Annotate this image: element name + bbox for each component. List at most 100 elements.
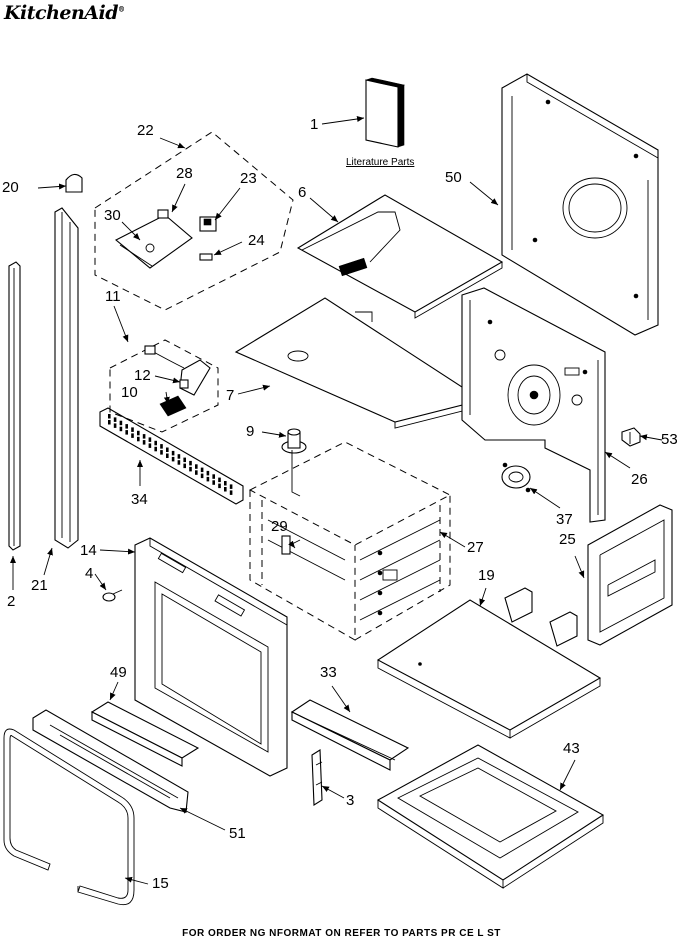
part-14-front-frame: [134, 537, 288, 777]
part-27-oven-cavity: [248, 441, 452, 641]
grille-slot: [113, 417, 117, 422]
grille-slot: [195, 464, 198, 469]
callout-24: 24: [248, 232, 265, 249]
callout-10: 10: [121, 384, 138, 401]
grille-slot: [183, 463, 186, 469]
grille-slot: [218, 483, 221, 489]
grille-slot: [108, 420, 111, 425]
callout-1: 1: [310, 116, 319, 133]
part-6-top-panel: [296, 194, 504, 319]
callout-27: 27: [467, 539, 484, 556]
part-43-bottom-tray: [376, 744, 605, 889]
grille-slot: [125, 424, 128, 429]
part-53-bracket: [621, 427, 641, 447]
callout-26: 26: [631, 471, 648, 488]
grille-slot: [160, 444, 163, 449]
part-33-lower-trim: [290, 699, 410, 771]
grille-slot: [229, 490, 233, 495]
grille-slot: [206, 476, 210, 482]
grille-slot: [142, 440, 146, 445]
callout-20: 20: [2, 179, 19, 196]
part-25-side-panel: [587, 504, 673, 646]
grille-slot: [166, 453, 169, 458]
grille-slot: [137, 436, 140, 442]
callout-29: 29: [271, 518, 288, 535]
brand-logo: KitchenAid®: [4, 2, 125, 24]
grille-slot: [108, 414, 111, 419]
callout-11: 11: [105, 288, 121, 305]
callout-15: 15: [152, 875, 169, 892]
part-1-literature: [364, 77, 406, 148]
grille-slot: [229, 484, 233, 489]
callout-12: 12: [134, 367, 151, 384]
callout-2: 2: [7, 593, 16, 610]
part-20-end-cap: [65, 173, 83, 193]
part-7-insulation-panel: [234, 297, 484, 429]
part-15-door-gasket: [3, 728, 135, 906]
callout-3: 3: [346, 792, 355, 809]
part-2-side-strip: [8, 261, 21, 551]
grille-slot: [125, 430, 128, 435]
footer-order-info: FOR ORDER NG NFORMAT ON REFER TO PARTS P…: [182, 928, 501, 939]
part-29-bracket: [281, 535, 301, 555]
grille-slot: [148, 437, 152, 442]
callout-37: 37: [556, 511, 573, 528]
callout-49: 49: [110, 664, 127, 681]
callout-34: 34: [131, 491, 148, 508]
grille-slot: [177, 460, 181, 465]
callout-21: 21: [31, 577, 48, 594]
grille-slot: [177, 454, 181, 459]
part-26-back-frame: [461, 287, 606, 523]
callout-43: 43: [563, 740, 580, 757]
part-37-motor-mount: [501, 462, 531, 493]
grille-slot: [142, 434, 146, 439]
grille-slot: [160, 450, 163, 455]
part-11-sensor-assembly: [109, 339, 219, 433]
part-22-control-assembly: [94, 131, 294, 311]
callout-25: 25: [559, 531, 576, 548]
part-49-insulation-strip: [90, 701, 200, 767]
literature-parts-label: Literature Parts: [346, 157, 415, 168]
grille-slot: [154, 440, 157, 446]
grille-slot: [212, 474, 215, 479]
grille-slot: [171, 456, 175, 462]
grille-slot: [189, 466, 192, 472]
grille-slot: [154, 446, 157, 452]
grille-slot: [224, 481, 227, 486]
grille-slot: [189, 460, 192, 466]
callout-14: 14: [80, 542, 97, 559]
grille-slot: [131, 427, 134, 432]
callout-53: 53: [661, 431, 678, 448]
grille-slot: [171, 450, 175, 456]
callout-7: 7: [226, 387, 235, 404]
grille-slot: [113, 423, 117, 428]
callout-28: 28: [176, 165, 193, 182]
part-4-screw: [102, 589, 123, 602]
part-34-vent-grille: [99, 407, 244, 505]
grille-slot: [224, 487, 227, 492]
grille-slot: [137, 430, 140, 436]
callout-50: 50: [445, 169, 462, 186]
callout-51: 51: [229, 825, 246, 842]
grille-slot: [119, 420, 123, 426]
callout-19: 19: [478, 567, 495, 584]
grille-slot: [218, 477, 221, 483]
grille-slot: [119, 426, 123, 432]
callout-33: 33: [320, 664, 337, 681]
grille-slot: [212, 480, 215, 485]
callout-22: 22: [137, 122, 154, 139]
part-3-hinge-receiver: [311, 749, 323, 806]
grille-slot: [183, 457, 186, 463]
part-50-rear-panel: [501, 73, 659, 336]
grille-slot: [195, 470, 198, 475]
callout-9: 9: [246, 423, 255, 440]
leader-lines: [10, 116, 663, 885]
grille-slot: [206, 470, 210, 476]
callout-23: 23: [240, 170, 257, 187]
callout-30: 30: [104, 207, 121, 224]
part-19-wrapper: [376, 587, 602, 739]
part-9-element: [281, 428, 307, 497]
part-21-side-trim: [54, 207, 79, 549]
callout-6: 6: [298, 184, 307, 201]
